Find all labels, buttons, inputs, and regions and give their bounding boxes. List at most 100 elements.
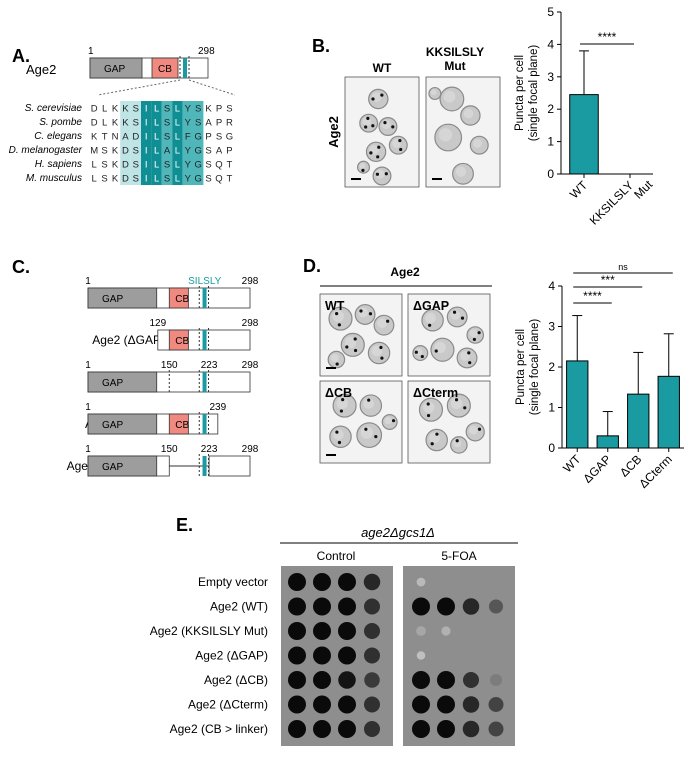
alignment-residue: I: [145, 132, 148, 143]
residue-number: 239: [209, 402, 226, 413]
gap-domain-label: GAP: [102, 294, 123, 305]
punctum: [461, 317, 464, 320]
spot-row-label: Age2 (KKSILSLY Mut): [150, 624, 268, 638]
bar: [628, 394, 649, 448]
alignment-residue: L: [175, 146, 180, 157]
panel-c: C. SILSLYAge2 (WT)GAPCB1298Age2 (ΔGAP)CB…: [12, 257, 259, 478]
spot-control: [364, 599, 380, 615]
y-tick-label: 1: [548, 401, 555, 415]
residue-number: 1: [85, 444, 91, 455]
alignment-residue: S: [133, 104, 139, 115]
cell-highlight: [439, 128, 452, 141]
spot-control: [313, 696, 331, 714]
alignment-residue: A: [205, 118, 212, 129]
alignment-residue: P: [226, 146, 232, 157]
spot-control: [288, 622, 306, 640]
panel-d: D. Age2 WTΔGAPΔCBΔCterm 01234Puncta per …: [303, 256, 684, 491]
spot-control: [288, 671, 306, 689]
panel-a-end: 298: [198, 46, 215, 57]
panel-e: E. age2Δgcs1Δ Control 5-FOA Empty vector…: [150, 515, 518, 746]
x-tick-label: ΔCterm: [636, 452, 675, 491]
spot-control: [288, 598, 306, 616]
punctum: [374, 435, 377, 438]
motif-box: [203, 288, 207, 308]
alignment-residue: K: [112, 146, 119, 157]
spot-5-foa: [412, 696, 430, 714]
micrograph-label: ΔCB: [325, 386, 352, 400]
y-tick-label: 2: [547, 102, 554, 116]
y-tick-label: 3: [548, 320, 555, 334]
micrograph-image: [426, 77, 500, 187]
cell-highlight: [331, 354, 339, 362]
punctum: [391, 125, 394, 128]
chart-d: 01234Puncta per cell(single focal plane)…: [515, 262, 684, 491]
bar: [567, 361, 588, 448]
x-tick-label: ΔCB: [617, 452, 644, 479]
alignment-residue: S: [226, 104, 232, 115]
alignment-residue: P: [216, 104, 222, 115]
spot-control: [338, 598, 356, 616]
alignment-residue: L: [92, 174, 97, 185]
spot-control: [364, 648, 380, 664]
zoom-line-right: [189, 80, 235, 95]
alignment-residue: K: [112, 160, 119, 171]
bar: [570, 95, 599, 174]
residue-number: 1: [85, 276, 91, 287]
spot-row-label: Age2 (CB > linker): [170, 722, 268, 736]
label-line: Mut: [444, 59, 465, 73]
panel-e-condition-control: Control: [317, 549, 356, 563]
spot-control: [364, 721, 380, 737]
punctum: [371, 124, 374, 127]
punctum: [468, 361, 471, 364]
punctum: [435, 349, 438, 352]
micrograph-wt: [345, 77, 419, 187]
alignment-residue: A: [216, 146, 223, 157]
punctum: [340, 409, 343, 412]
chart-b: 012345Puncta per cell(single focal plane…: [514, 5, 656, 237]
label-line: Puncta per cell: [514, 55, 526, 131]
punctum: [463, 406, 466, 409]
spot-5-foa: [437, 696, 455, 714]
alignment-residue: L: [154, 160, 159, 171]
cell-highlight: [444, 91, 456, 103]
alignment-residue: G: [195, 174, 202, 185]
alignment-residue: Y: [185, 174, 192, 185]
spot-5-foa: [463, 721, 480, 738]
punctum: [364, 125, 367, 128]
alignment-residue: I: [145, 174, 148, 185]
alignment-residue: I: [145, 146, 148, 157]
micrograph-label: ΔGAP: [413, 299, 449, 313]
spot-5-foa: [463, 696, 480, 713]
alignment-residue: S: [133, 146, 139, 157]
punctum: [361, 169, 364, 172]
label-line: Mut: [631, 177, 656, 202]
spot-control: [313, 573, 331, 591]
spot-control: [364, 672, 380, 688]
alignment-residue: L: [154, 118, 159, 129]
cell-highlight: [470, 329, 478, 337]
punctum: [399, 148, 402, 151]
cell-highlight: [456, 167, 466, 177]
alignment-residue: L: [175, 160, 180, 171]
spot-control: [338, 647, 356, 665]
y-tick-label: 0: [547, 167, 554, 181]
alignment-residue: S: [133, 118, 139, 129]
alignment-residue: I: [145, 118, 148, 129]
construct-label: Age2 (ΔGAP): [92, 333, 165, 347]
alignment-residue: P: [205, 132, 211, 143]
alignment-residue: G: [195, 132, 202, 143]
panel-b: B. Age2 WT KKSILSLYMut 012345Puncta per …: [312, 5, 656, 237]
punctum: [377, 146, 380, 149]
alignment-residue: L: [154, 132, 159, 143]
gap-domain-label: GAP: [102, 462, 123, 473]
spot-5-foa: [463, 672, 479, 688]
cell-highlight: [385, 417, 392, 424]
alignment-residue: S: [101, 146, 107, 157]
alignment-residue: S: [205, 174, 211, 185]
y-axis-label: Puncta per cell(single focal plane): [514, 45, 540, 142]
punctum: [421, 355, 424, 358]
construct-diagrams: SILSLYAge2 (WT)GAPCB1298Age2 (ΔGAP)CB129…: [67, 276, 259, 478]
cell-highlight: [359, 163, 365, 169]
residue-number: 150: [161, 360, 178, 371]
punctum: [473, 338, 476, 341]
